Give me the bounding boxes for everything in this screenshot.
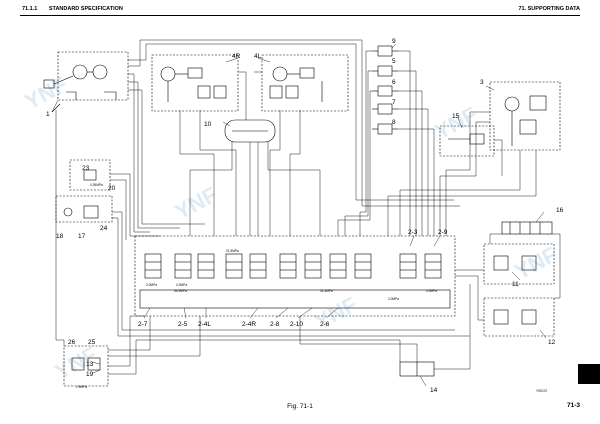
callout-14: 14 [430,387,438,394]
svg-text:YNF: YNF [311,292,362,335]
center-joint [224,119,276,143]
swing-motor [489,81,561,151]
callout-10: 10 [204,121,212,128]
callout-7: 7 [392,99,396,106]
callout-4r: 4R [232,53,241,60]
callout-16: 16 [556,207,564,214]
svg-text:0.39MPa: 0.39MPa [90,183,103,187]
pressure-labels: 0.39MPa 2.0MPa 2.0MPa 21.5MPa 34.3MPa 2.… [76,183,437,389]
valve-11 [483,243,555,285]
callout-19: 19 [86,371,94,378]
svg-text:2.0MPa: 2.0MPa [176,283,187,287]
valve-12 [483,297,555,337]
callout-11: 11 [512,281,519,288]
callout-2-5: 2-5 [178,321,188,328]
callout-12: 12 [548,339,556,346]
callout-1: 1 [46,111,50,118]
callout-2-4l: 2-4L [198,321,211,328]
chapter-title: 71. SUPPORTING DATA [518,6,580,12]
callout-17: 17 [78,233,86,240]
callout-4l: 4L [254,53,262,60]
header-rule [20,15,580,16]
section-title: STANDARD SPECIFICATION [48,6,123,12]
callout-2-7: 2-7 [138,321,148,328]
section-heading: 71.1.1 STANDARD SPECIFICATION [22,6,123,12]
callout-2-9: 2-9 [438,229,448,236]
thumb-index-tab [578,364,600,384]
section-number: 71.1.1 [22,6,38,12]
svg-text:YNF: YNF [51,342,102,385]
travel-motor-4l [261,54,349,112]
solenoid-block-16 [501,221,553,235]
callout-15: 15 [452,113,460,120]
svg-text:YNF: YNF [21,72,72,115]
callout-5: 5 [392,58,396,65]
callout-25: 25 [88,339,96,346]
figure-code: YS0107 [536,389,548,393]
callout-9: 9 [392,38,396,45]
figure-caption: Fig. 71-1 [287,403,313,410]
callout-2-8: 2-8 [270,321,280,328]
svg-text:2.0MPa: 2.0MPa [388,297,399,301]
callout-13: 13 [86,361,94,368]
cylinder-stack [372,45,398,135]
svg-text:2.9MPa: 2.9MPa [76,385,87,389]
svg-text:34.3MPa: 34.3MPa [174,289,187,293]
callout-2-6: 2-6 [320,321,330,328]
callout-18: 18 [56,233,64,240]
callout-26: 26 [68,339,76,346]
callout-24: 24 [100,225,108,232]
callout-6: 6 [392,79,396,86]
svg-text:2.0MPa: 2.0MPa [146,283,157,287]
callout-23: 23 [82,165,90,172]
callout-2-4r: 2-4R [242,321,256,328]
control-valve-block [134,235,456,317]
svg-text:YNF: YNF [431,102,482,145]
svg-text:YNF: YNF [171,182,222,225]
svg-text:21.5MPa: 21.5MPa [226,249,239,253]
callout-3: 3 [480,79,484,86]
callout-2-3: 2-3 [408,229,418,236]
valve-14 [399,361,435,377]
travel-motor-4r [151,54,239,112]
callout-20: 20 [108,185,116,192]
svg-text:2.0MPa: 2.0MPa [426,289,437,293]
callout-8: 8 [392,119,396,126]
callout-numbers: 1 4R 4L 9 5 6 7 8 10 3 15 16 11 12 14 23… [46,38,564,394]
callout-2-10: 2-10 [290,321,303,328]
svg-text:31.4MPa: 31.4MPa [320,289,333,293]
leader-lines [51,43,547,387]
pump-unit [43,51,129,101]
page-number: 71-3 [566,402,580,409]
hydraulic-lines [55,39,561,375]
